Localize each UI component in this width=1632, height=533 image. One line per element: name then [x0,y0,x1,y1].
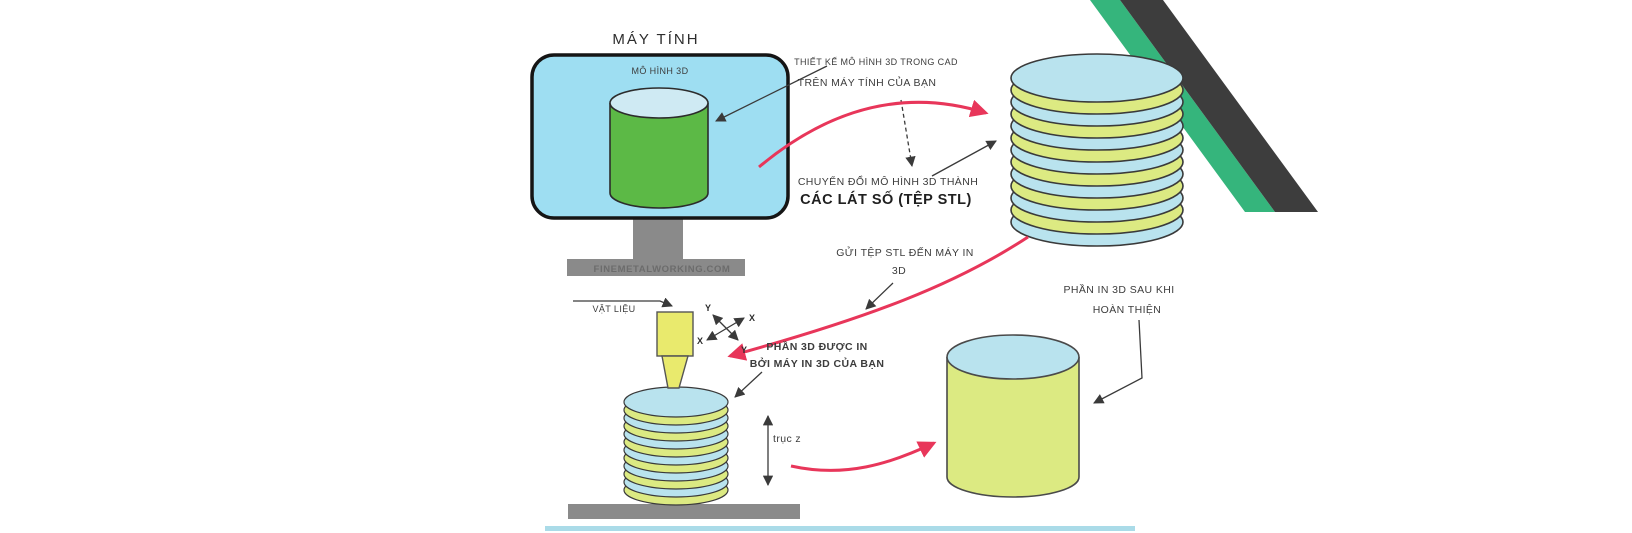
model-cylinder-top [609,87,709,119]
finished-cylinder-top [946,334,1080,380]
finished-cylinder-body [946,357,1080,498]
send-stl-label-line1: GỬI TỆP STL ĐẾN MÁY IN [836,246,974,259]
model-cylinder-body [609,103,709,209]
design-cad-label-line1: THIẾT KẾ MÔ HÌNH 3D TRONG CAD [794,57,958,67]
layer-ellipse [623,386,729,418]
x-axis-cross-arrow [706,317,745,341]
red-arrow-print-to-finished [790,441,937,472]
diagram-title: MÁY TÍNH [612,31,699,48]
process-arrows [727,99,1029,472]
arrow-design-to-model [715,65,828,122]
arrow-finished-label-to-part [1093,319,1143,404]
arrow-send-to-path [865,282,894,310]
printer-nozzle-body [656,311,694,357]
convert-label-line2: CÁC LÁT SỐ (TỆP STL) [800,190,972,208]
printed-part-label-line1: PHẦN 3D ĐƯỢC IN [766,340,867,353]
ribbon-dark-stripe [1120,0,1318,212]
axis-label-x-left: X [697,336,703,346]
z-axis-label: trục z [773,433,801,445]
red-arrow-model-to-slices [758,99,989,169]
monitor-base [567,259,745,276]
arrow-convert-to-stack [931,140,997,177]
material-label: VẬT LIỆU [592,304,635,314]
monitor-stand [633,215,683,261]
axis-label-x-right: X [749,313,755,323]
layer-ellipse [1010,53,1184,103]
send-stl-label-line2: 3D [892,265,906,277]
axis-label-y-bottom: Y [741,345,747,355]
model-3d-cylinder [609,87,709,209]
screen-model-label: MÔ HÌNH 3D [631,66,688,76]
annotation-arrows [573,65,1143,487]
bottom-divider-line [545,526,1135,531]
finished-part-label-line2: HOÀN THIỆN [1093,303,1162,316]
arrow-to-printing-stack [734,371,763,398]
brand-watermark: FINEMETALWORKING.COM [594,264,731,275]
printed-part-label-line2: BỞI MÁY IN 3D CỦA BẠN [750,357,885,370]
material-leader-line [573,297,673,308]
printing-layers-stack [623,386,729,506]
convert-label-line1: CHUYỂN ĐỔI MÔ HÌNH 3D THÀNH [798,175,978,188]
printer-nozzle-tip [661,355,689,389]
sliced-layers-stack [1010,53,1184,247]
axis-label-y-top: Y [705,303,711,313]
red-arrow-slices-to-printer [727,235,1029,361]
finished-part-label-line1: PHẦN IN 3D SAU KHI [1063,283,1174,296]
computer-monitor: FINEMETALWORKING.COM MÔ HÌNH 3D [530,53,790,276]
y-axis-cross-arrow [712,314,739,341]
design-cad-label-line2: TRÊN MÁY TÍNH CỦA BẠN [798,76,937,89]
printer-3d [568,311,800,519]
arrow-dashed-to-convert-label [900,99,916,168]
finished-cylinder [946,334,1080,498]
print-platform [568,504,800,519]
